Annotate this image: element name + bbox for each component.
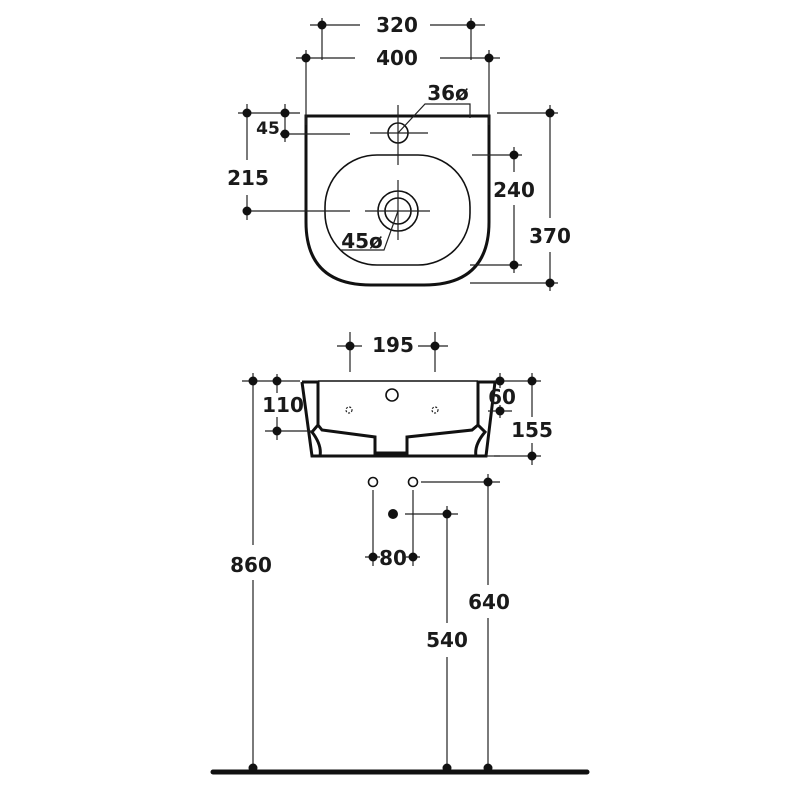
waste-outlet[interactable] xyxy=(388,509,398,519)
dim-waste-height: 540 xyxy=(426,628,468,652)
dim-supply-spacing: 80 xyxy=(379,546,407,570)
top-view: 320 400 36ø 45 215 240 370 45ø xyxy=(227,13,571,291)
dim-370-line xyxy=(470,105,558,291)
dim-400-line xyxy=(296,50,500,125)
basin-front-floor xyxy=(316,423,479,455)
leader-45 xyxy=(340,210,399,251)
dim-rim-height: 60 xyxy=(488,385,516,409)
dim-waste-diameter: 45ø xyxy=(341,229,383,253)
basin-outline xyxy=(304,114,491,287)
dim-tap-hole-diameter: 36ø xyxy=(427,81,469,105)
dim-tap-spacing: 320 xyxy=(376,13,418,37)
fixing-hole-left xyxy=(345,406,353,414)
supply-left xyxy=(367,476,379,488)
dim-inner-height: 110 xyxy=(262,393,304,417)
overflow-hole xyxy=(385,388,399,402)
dim-depth: 370 xyxy=(529,224,571,248)
dim-height: 155 xyxy=(511,418,553,442)
dim-fixing-spacing: 195 xyxy=(372,333,414,357)
dim-rim-from-floor: 860 xyxy=(230,553,272,577)
dim-width: 400 xyxy=(376,46,418,70)
dim-640-line xyxy=(421,474,500,772)
basin-front-outer xyxy=(300,380,497,458)
fixing-hole-right xyxy=(431,406,439,414)
dim-240-line xyxy=(470,147,522,273)
dim-bowl-depth: 240 xyxy=(493,178,535,202)
front-view: 195 110 60 155 860 80 640 540 xyxy=(210,332,590,775)
dim-320-line xyxy=(310,18,485,60)
dim-tap-hole-offset: 45 xyxy=(256,119,280,139)
dim-80-line xyxy=(365,490,420,566)
dim-waste-offset: 215 xyxy=(227,166,269,190)
supply-right xyxy=(407,476,419,488)
leader-36 xyxy=(397,103,471,134)
dim-supply-height: 640 xyxy=(468,590,510,614)
